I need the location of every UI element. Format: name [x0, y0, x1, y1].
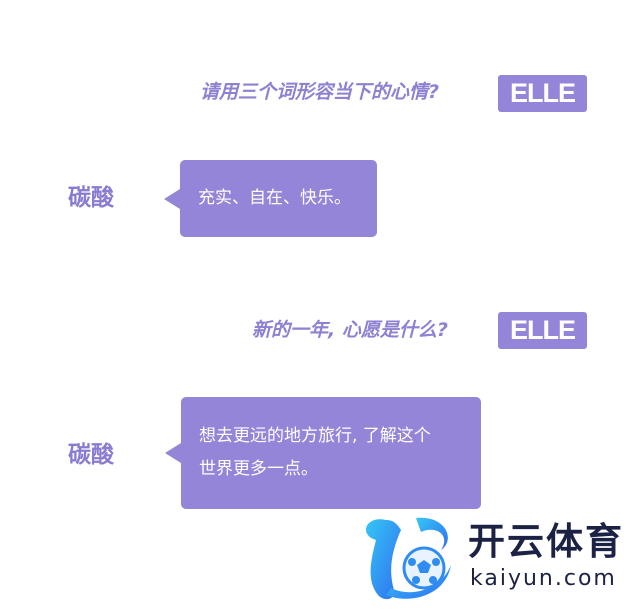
answer-line: 世界更多一点。	[199, 459, 318, 479]
watermark-title: 开云体育	[468, 520, 624, 563]
answer-line: 想去更远的地方旅行, 了解这个	[199, 426, 431, 446]
elle-badge-1: ELLE	[498, 75, 587, 112]
kaiyun-logo-icon	[365, 517, 451, 600]
elle-badge-2: ELLE	[498, 312, 587, 349]
answer-bubble-1: 充实、自在、快乐。	[164, 160, 377, 237]
watermark-domain: kaiyun.com	[470, 566, 617, 591]
question-1: 请用三个词形容当下的心情?	[200, 81, 440, 103]
answer-line: 充实、自在、快乐。	[198, 188, 351, 208]
answer-bubble-2: 想去更远的地方旅行, 了解这个 世界更多一点。	[165, 397, 481, 509]
speaker-name-1: 碳酸	[68, 185, 114, 211]
speaker-name-2: 碳酸	[68, 442, 114, 468]
question-2: 新的一年, 心愿是什么?	[252, 319, 448, 341]
